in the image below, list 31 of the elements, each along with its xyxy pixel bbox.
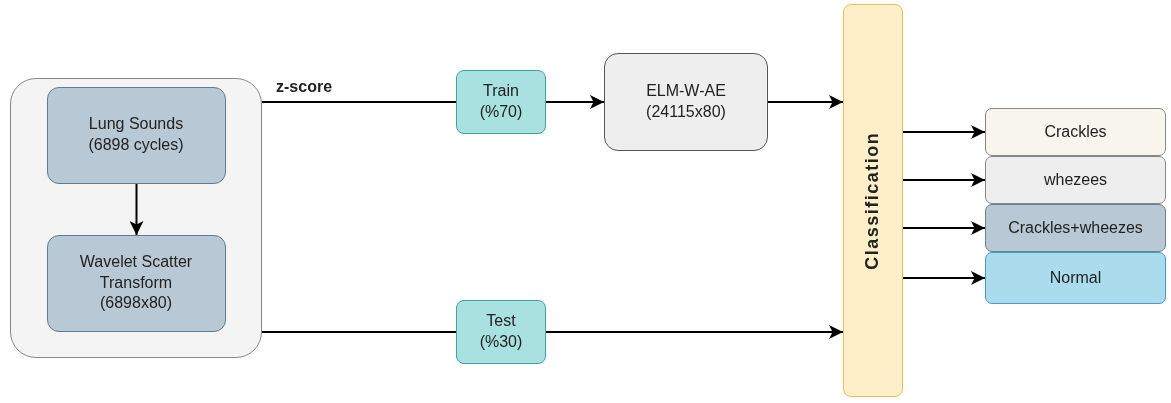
group-container [10,78,262,358]
arrow [545,325,844,339]
node-label: whezees [1043,169,1108,190]
arrow [767,95,844,109]
class-box [985,204,1166,252]
connector-line [261,101,457,103]
vertical-label: Classification [861,131,884,270]
node-label: Crackles [1044,121,1107,142]
node-label: Lung Sounds (6898 cycles) [87,114,185,155]
arrow [545,95,605,109]
node-label: ELM-W-AE (24115x80) [645,81,727,122]
arrow [902,271,986,285]
split-box [456,300,546,364]
process-box [46,234,226,332]
arrow [902,125,986,139]
node-label: Test (%30) [478,311,524,352]
node-label: Train (%70) [478,81,524,122]
class-box [985,108,1166,156]
arrow [902,173,986,187]
arrow [902,221,986,235]
process-box [46,86,226,184]
node-label: Wavelet Scatter Transform (6898x80) [78,251,194,314]
node-label: Normal [1049,267,1102,288]
class-box [985,156,1166,204]
arrow [129,183,144,236]
model-box [604,53,768,151]
node-label: Crackles+wheezes [1008,217,1143,238]
connector-line [261,331,457,333]
split-box [456,70,546,134]
class-box [985,252,1166,304]
classifier-bar [843,4,903,397]
